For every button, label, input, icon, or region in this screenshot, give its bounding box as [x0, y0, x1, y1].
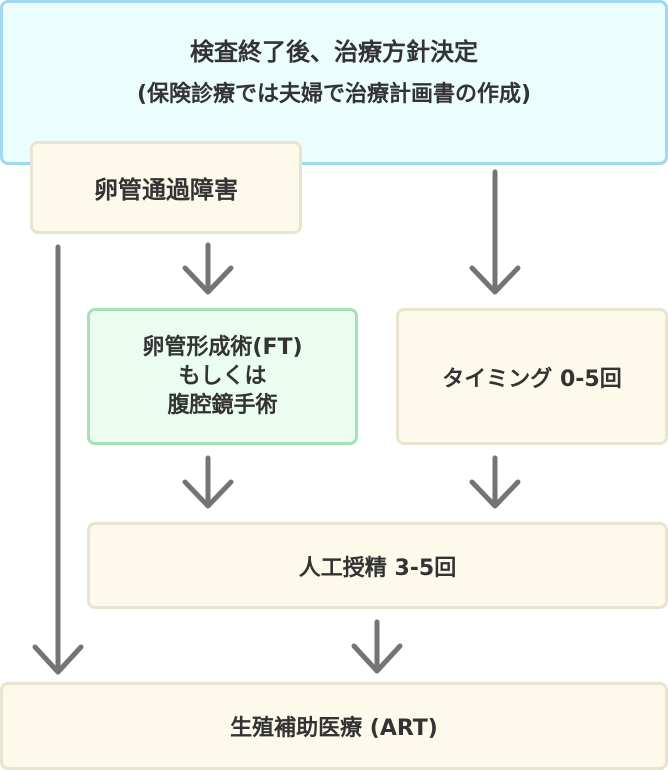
tubal-obstruction-label: 卵管通過障害 [94, 176, 238, 204]
art-label: 生殖補助医療 (ART) [230, 716, 438, 741]
tubal-obstruction-box: 卵管通過障害 [30, 141, 302, 234]
treatment-decision-box: 検査終了後、治療方針決定 (保険診療では夫婦で治療計画書の作成) [0, 0, 668, 165]
tuboplasty-line-2: もしくは [178, 364, 267, 389]
artificial-insemination-box: 人工授精 3-5回 [87, 522, 668, 609]
treatment-decision-subtitle: (保険診療では夫婦で治療計画書の作成) [136, 82, 532, 107]
treatment-decision-title: 検査終了後、治療方針決定 [190, 38, 478, 66]
arrow-ft-to-iui [182, 455, 234, 509]
arrow-iui-to-art [351, 619, 403, 674]
arrow-tubal-to-ft [182, 242, 234, 295]
art-box: 生殖補助医療 (ART) [0, 682, 668, 770]
arrow-tubal-to-art [32, 244, 84, 675]
tuboplasty-line-1: 卵管形成術(FT) [142, 335, 303, 360]
artificial-insemination-label: 人工授精 3-5回 [298, 555, 457, 581]
tuboplasty-line-3: 腹腔鏡手術 [167, 393, 278, 418]
arrow-timing-to-iui [469, 455, 521, 509]
timing-label: タイミング 0-5回 [442, 366, 622, 392]
arrow-top-to-timing [469, 169, 521, 295]
timing-box: タイミング 0-5回 [396, 308, 668, 445]
tuboplasty-box: 卵管形成術(FT) もしくは 腹腔鏡手術 [87, 308, 358, 445]
